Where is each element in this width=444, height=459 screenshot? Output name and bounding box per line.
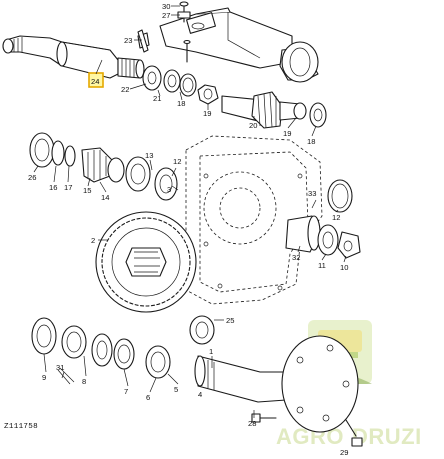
callout-20: 20	[249, 121, 257, 130]
callout-18-upper: 18	[177, 99, 185, 108]
callout-9: 9	[42, 373, 46, 382]
roll-pin-23	[137, 29, 149, 53]
spur-gear-2	[95, 211, 197, 313]
callout-29: 29	[340, 448, 348, 457]
callout-13: 13	[145, 151, 153, 160]
callout-19-right: 19	[283, 129, 291, 138]
upper-bearing-set	[142, 65, 219, 105]
callout-1: 1	[209, 347, 213, 356]
snap-ring-12	[327, 179, 353, 213]
left-bearing-set	[29, 132, 178, 201]
bolt-30-washer-27	[177, 1, 191, 63]
callout-2: 2	[91, 236, 95, 245]
callout-23: 23	[124, 36, 132, 45]
callout-leader-lines	[33, 5, 347, 418]
callout-26: 26	[28, 173, 36, 182]
pto-housing-tube	[159, 7, 319, 83]
callout-labels: 30 27 23 24 22 21 18 19 20 19 18 26 16 1…	[4, 2, 348, 457]
callout-10: 10	[340, 263, 348, 272]
right-bearing-set	[285, 215, 361, 259]
callout-4: 4	[198, 390, 202, 399]
callout-15: 15	[83, 186, 91, 195]
callout-25: 25	[226, 316, 234, 325]
callout-11: 11	[318, 261, 326, 270]
callout-3: 3	[167, 185, 171, 194]
diagram-reference-code: Z111758	[4, 423, 38, 431]
callout-22: 22	[121, 85, 129, 94]
callout-8: 8	[82, 377, 86, 386]
callout-12-right: 12	[332, 213, 340, 222]
callout-30: 30	[162, 2, 170, 11]
callout-5: 5	[174, 385, 178, 394]
callout-17: 17	[64, 183, 72, 192]
highlight-part-24	[88, 72, 104, 88]
callout-19-upper: 19	[203, 109, 211, 118]
callout-12-left: 12	[173, 157, 181, 166]
callout-14: 14	[101, 193, 109, 202]
callout-16: 16	[49, 183, 57, 192]
callout-7: 7	[124, 387, 128, 396]
callout-27: 27	[162, 11, 170, 20]
lower-bearing-set	[31, 315, 215, 379]
upper-shaft-assembly	[2, 32, 150, 79]
callout-21: 21	[153, 94, 161, 103]
callout-33: 33	[308, 189, 316, 198]
callout-6: 6	[146, 393, 150, 402]
callout-28: 28	[248, 419, 256, 428]
drive-shaft-20	[221, 91, 327, 129]
transmission-housing	[185, 135, 323, 305]
callout-31: 31	[56, 363, 64, 372]
watermark-text-druzi: DRUZI	[352, 424, 422, 449]
callout-24: 24	[91, 77, 99, 86]
callout-32: 32	[292, 253, 300, 262]
output-flange-shaft-1	[57, 335, 363, 447]
callout-18-right: 18	[307, 137, 315, 146]
